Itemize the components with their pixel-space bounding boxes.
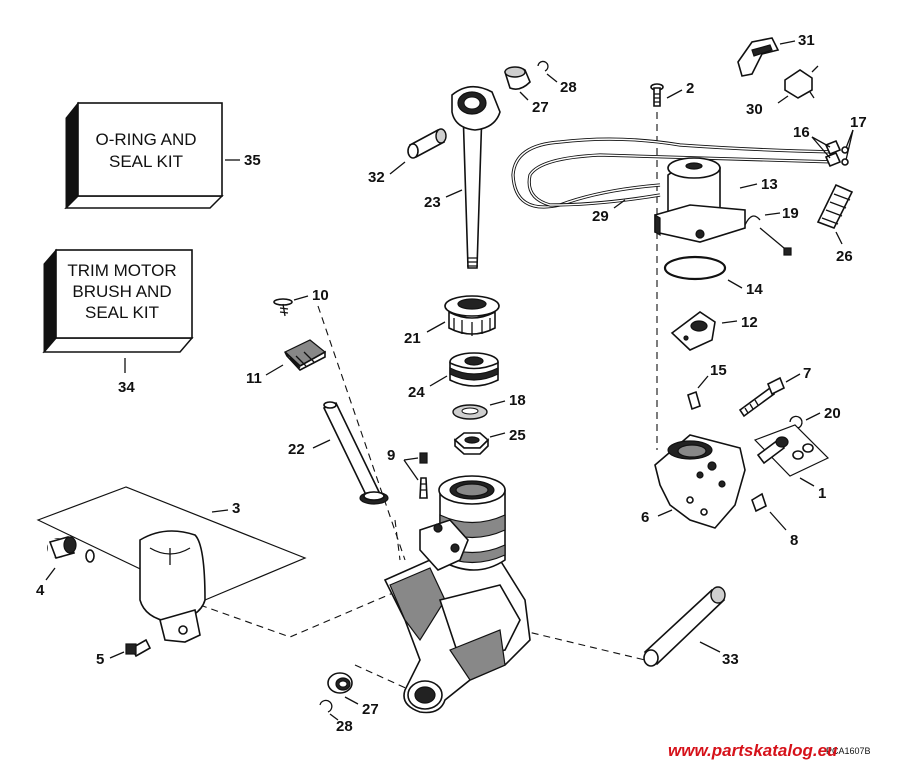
oring-kit-line2: SEAL KIT: [109, 152, 183, 171]
part-13-trim-motor: [654, 157, 746, 243]
callout-28-lower: 28: [336, 718, 353, 735]
callout-18: 18: [509, 392, 526, 409]
part-32-pin: [407, 128, 447, 159]
callout-10: 10: [312, 287, 329, 304]
callout-32: 32: [368, 169, 385, 186]
callout-7: 7: [803, 365, 811, 382]
part-8-screw: [751, 492, 767, 513]
part-11-valve: [283, 339, 327, 371]
callout-20: 20: [824, 405, 841, 422]
trim-motor-seal-kit-box: TRIM MOTOR BRUSH AND SEAL KIT: [42, 248, 194, 354]
part-14-oring: [663, 255, 727, 281]
callout-21: 21: [404, 330, 421, 347]
callout-8: 8: [790, 532, 798, 549]
part-23-piston-rod: [451, 85, 501, 269]
callout-15: 15: [710, 362, 727, 379]
parts-16-17-terminals: [824, 139, 849, 168]
callout-19: 19: [782, 205, 799, 222]
callout-1: 1: [818, 485, 826, 502]
part-20-ring: [789, 415, 803, 429]
callout-29: 29: [592, 208, 609, 225]
part-26-sleeve: [816, 183, 854, 230]
part-15-valve: [687, 390, 701, 411]
callout-34: 34: [118, 379, 135, 396]
callout-5: 5: [96, 651, 104, 668]
part-28-ring-upper: [537, 60, 549, 72]
part-33-pin: [643, 586, 726, 667]
callout-24: 24: [408, 384, 425, 401]
callout-4: 4: [36, 582, 45, 599]
callout-12: 12: [741, 314, 758, 331]
callout-28-upper: 28: [560, 79, 577, 96]
trim-kit-line1: TRIM MOTOR: [67, 261, 176, 280]
callout-13: 13: [761, 176, 778, 193]
part-31-bracket: [737, 37, 780, 77]
part-21-cap: [444, 295, 500, 336]
part-1-fitting: [753, 424, 830, 477]
callout-26: 26: [836, 248, 853, 265]
callout-11: 11: [246, 370, 262, 387]
oring-kit-line1: O-RING AND: [95, 130, 196, 149]
callout-30: 30: [746, 101, 763, 118]
callout-22: 22: [288, 441, 305, 458]
part-24-piston: [449, 352, 499, 387]
part-12-filter: [670, 311, 716, 351]
oring-seal-kit-box: O-RING AND SEAL KIT: [64, 101, 224, 210]
part-10-screw: [273, 298, 293, 317]
callout-3: 3: [232, 500, 240, 517]
callout-23: 23: [424, 194, 441, 211]
watermark: www.partskatalog.eu: [668, 741, 838, 760]
callout-16: 16: [793, 124, 810, 141]
part-28-ring-lower: [319, 699, 333, 713]
callout-9: 9: [387, 447, 395, 464]
part-25-nut: [453, 432, 490, 455]
trim-cylinder-housing: [383, 475, 531, 714]
part-19-clip: [744, 215, 792, 256]
part-27-bushing-lower: [327, 672, 353, 694]
drawing-code: PCA1607B: [826, 746, 871, 756]
callout-2: 2: [686, 80, 694, 97]
part-4-bushing: [47, 536, 95, 563]
callout-14: 14: [746, 281, 763, 298]
part-2-screw: [650, 83, 664, 107]
callout-35: 35: [244, 152, 261, 169]
part-29-wire-harness: [511, 137, 836, 209]
callout-17: 17: [850, 114, 867, 131]
part-18-washer: [452, 404, 488, 420]
trim-kit-line2: BRUSH AND: [72, 282, 171, 301]
part-7-bolt: [738, 376, 786, 418]
part-5-screw: [125, 638, 152, 658]
part-27-bushing-upper: [504, 66, 531, 90]
part-9-fittings: [419, 452, 428, 499]
part-30-connector: [784, 65, 819, 99]
trim-kit-line3: SEAL KIT: [85, 303, 159, 322]
part-3-reservoir: [36, 486, 307, 643]
callout-25: 25: [509, 427, 526, 444]
callout-33: 33: [722, 651, 739, 668]
callout-27-upper: 27: [532, 99, 549, 116]
part-22-tube: [322, 401, 389, 505]
callout-27-lower: 27: [362, 701, 379, 718]
callout-6: 6: [641, 509, 649, 526]
callout-31: 31: [798, 32, 815, 49]
part-6-pump: [654, 434, 746, 529]
